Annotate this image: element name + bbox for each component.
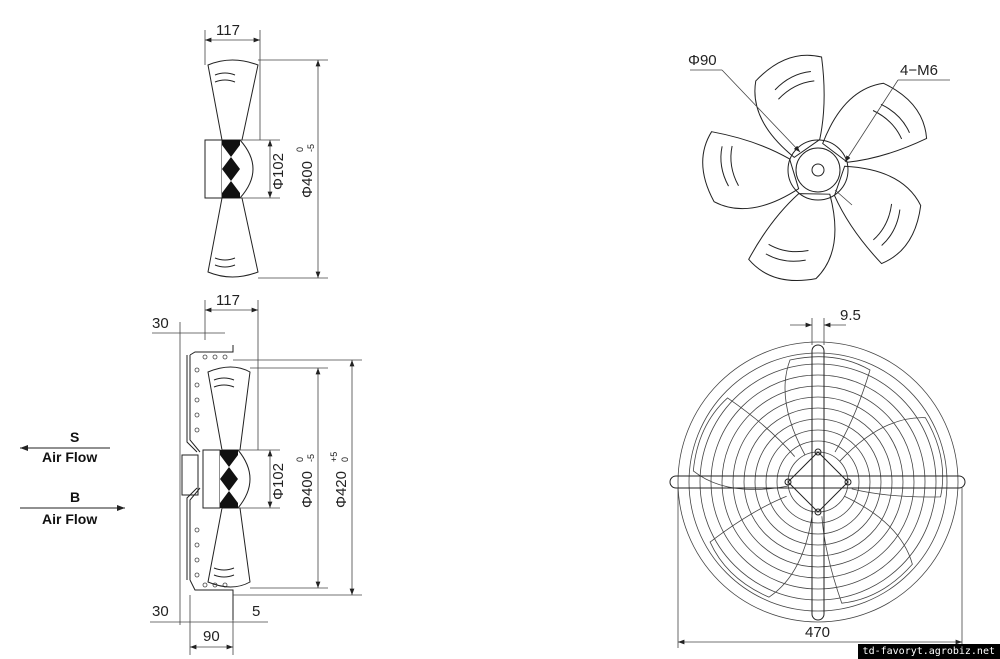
guard-wire [212, 354, 218, 360]
hub-dia-dim: Φ102 [270, 463, 287, 500]
width-dim: 117 [216, 292, 240, 309]
guard-ring [699, 363, 937, 601]
tol-lower: -5 [306, 454, 316, 462]
tol-upper: +5 [329, 452, 339, 462]
fan-front-view: Φ90 4−M6 [688, 52, 950, 282]
fan-blade [822, 82, 928, 163]
fan-dia-dim: Φ400 [299, 161, 316, 198]
guard-blade-outline [709, 495, 814, 598]
guard-ring [765, 429, 871, 535]
airflow-legend: S Air Flow B Air Flow [20, 429, 125, 527]
guard-dia-dim: Φ420 [333, 471, 350, 508]
offset-bottom-dim: 30 [152, 603, 169, 620]
guard-wire [194, 527, 200, 533]
watermark: td-favoryt.agrobiz.net [857, 644, 1000, 659]
guard-wire [194, 412, 200, 418]
fan-blade [748, 193, 836, 282]
width-dim: 117 [216, 22, 240, 39]
flange-dim: 5 [252, 603, 260, 620]
guard-ring [787, 451, 849, 513]
overall-dim: 470 [805, 624, 830, 641]
bottom-side-view: 117 30 Φ102 Φ400 0 -5 Φ420 +5 0 30 5 90 [150, 292, 362, 655]
guard-wire [222, 354, 228, 360]
fan-blade [833, 165, 922, 265]
guard-ring [710, 374, 926, 590]
tol-lower: -5 [306, 144, 316, 152]
tol-upper: 0 [295, 147, 305, 152]
guard-wire [194, 557, 200, 563]
guard-ring [732, 396, 904, 568]
guard-wire [194, 367, 200, 373]
hub-dia-dim: Φ102 [270, 153, 287, 190]
airflow-s-text: Air Flow [42, 449, 97, 465]
guard-wire [194, 572, 200, 578]
tol-lower: 0 [340, 457, 350, 462]
airflow-b-text: Air Flow [42, 511, 97, 527]
guard-ring [677, 341, 959, 623]
fan-dia-dim: Φ400 [299, 471, 316, 508]
fan-blade [754, 54, 825, 158]
guard-wire [194, 427, 200, 433]
guard-ring [743, 407, 893, 557]
tol-upper: 0 [295, 457, 305, 462]
airflow-b-label: B [70, 489, 80, 505]
fan-blade [702, 131, 800, 210]
guard-wire [202, 354, 208, 360]
offset-top-dim: 30 [152, 315, 169, 332]
guard-wire [202, 582, 208, 588]
guard-wire [194, 397, 200, 403]
guard-blade-outline [839, 417, 944, 498]
guard-wire [194, 382, 200, 388]
guard-ring [688, 352, 948, 612]
airflow-s-label: S [70, 429, 79, 445]
guard-blade-outline [821, 495, 913, 604]
guard-ring [754, 418, 882, 546]
guard-front-view: 9.5 470 [669, 307, 966, 648]
guard-blade-outline [784, 356, 871, 456]
hub-dia-dim: Φ90 [688, 52, 717, 69]
mount-dim: 4−M6 [900, 62, 938, 79]
top-side-view: 117 Φ102 Φ400 0 -5 [204, 22, 328, 279]
depth-dim: 90 [203, 628, 220, 645]
guard-wire [194, 542, 200, 548]
guard-ring [721, 385, 915, 579]
bar-width-dim: 9.5 [840, 307, 861, 324]
guard-ring [776, 440, 860, 524]
